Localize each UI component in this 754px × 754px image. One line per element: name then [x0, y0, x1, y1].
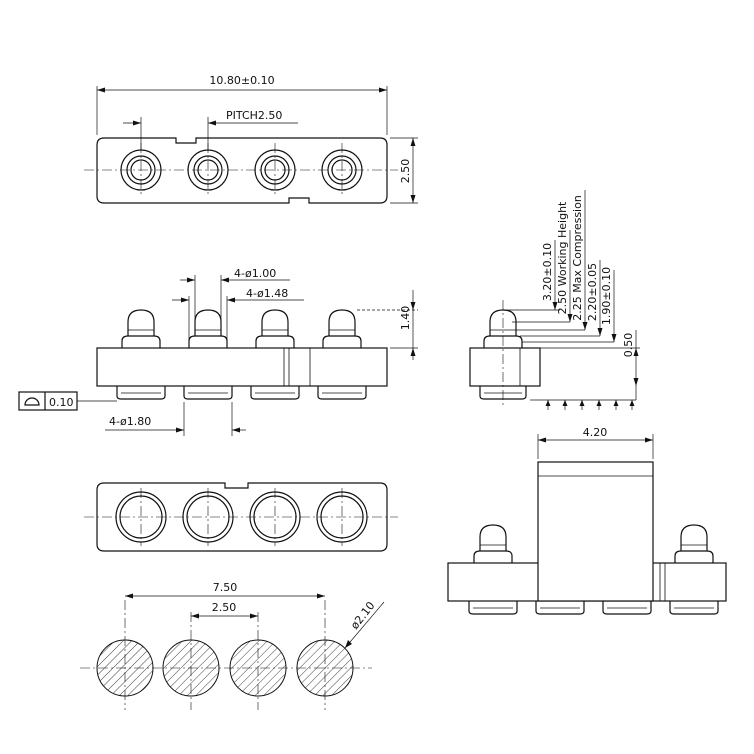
compression-arrows	[545, 400, 635, 410]
assembly-tail	[669, 601, 719, 615]
bottom-diameter-label: 4-ø1.80	[109, 415, 151, 428]
pcb-pad-diameter-dimension: ø2.10	[344, 599, 385, 649]
tip-height-label: 1.40	[399, 306, 412, 331]
assembly-left-pin-head	[479, 524, 507, 551]
front-body	[96, 347, 388, 387]
pitch-dimension: PITCH2.50	[123, 109, 298, 150]
assembly-block	[537, 461, 654, 602]
overall-length-label: 10.80±0.10	[209, 74, 274, 87]
pin-tail	[183, 386, 233, 400]
pin-tail	[116, 386, 166, 400]
bottom-view	[84, 482, 398, 552]
assembly-width-label: 4.20	[583, 426, 608, 439]
bottom-view-outline	[96, 482, 388, 552]
barrel-diameter-dimension: 4-ø1.48	[172, 287, 304, 340]
tip-diameter-dimension: 4-ø1.00	[180, 267, 290, 322]
flatness-tolerance-frame: 0.10	[18, 391, 117, 411]
bottom-pin-outer	[249, 491, 301, 543]
pin-collar	[255, 335, 295, 348]
assembly-left-pin-collar	[473, 550, 513, 563]
pin-head	[328, 309, 356, 336]
pcb-pitch-label: 2.50	[212, 601, 237, 614]
side-view: 3.20±0.10 2.50 Working Height 2.25 Max C…	[469, 190, 640, 410]
front-view: 4-ø1.00 4-ø1.48 1.40 4-	[18, 267, 418, 436]
pin-head	[127, 309, 155, 336]
top-height-dimension: 2.50	[390, 137, 418, 204]
pcb-span-dimension: 7.50	[125, 581, 325, 599]
free-height-label: 3.20±0.10	[541, 243, 554, 301]
assembly-right-pin-collar	[674, 550, 714, 563]
pin-collar	[188, 335, 228, 348]
assembly-tail	[602, 601, 652, 615]
max-compression-label: 2.25 Max Compression	[571, 195, 584, 321]
assembly-view: 4.20	[447, 426, 727, 615]
pin-head	[261, 309, 289, 336]
height-2-label: 2.20±0.05	[586, 263, 599, 321]
pcb-pitch-dimension: 2.50	[191, 601, 258, 619]
top-view-outline	[96, 137, 388, 204]
side-body	[469, 347, 541, 387]
pcb-span-label: 7.50	[213, 581, 238, 594]
working-height-label: 2.50 Working Height	[556, 201, 569, 314]
pin-tail	[317, 386, 367, 400]
pin-tail	[250, 386, 300, 400]
pitch-label: PITCH2.50	[226, 109, 282, 122]
bottom-diameter-dimension: 4-ø1.80	[105, 402, 246, 436]
tip-diameter-label: 4-ø1.00	[234, 267, 276, 280]
assembly-width-dimension: 4.20	[537, 426, 654, 459]
tip-height-dimension: 1.40	[357, 290, 418, 360]
assembly-tail	[535, 601, 585, 615]
side-height-dimensions: 3.20±0.10 2.50 Working Height 2.25 Max C…	[503, 190, 640, 401]
assembly-tail	[468, 601, 518, 615]
pin-collar	[322, 335, 362, 348]
barrel-diameter-label: 4-ø1.48	[246, 287, 288, 300]
assembly-right-pin-head	[680, 524, 708, 551]
height-3-label: 1.90±0.10	[600, 267, 613, 325]
top-view: 10.80±0.10 PITCH2.50 2.50	[84, 74, 418, 204]
flatness-value: 0.10	[49, 396, 74, 409]
flatness-symbol-icon	[24, 397, 40, 406]
overall-length-dimension: 10.80±0.10	[96, 74, 388, 135]
pin-collar	[121, 335, 161, 348]
top-height-label: 2.50	[399, 159, 412, 184]
base-thickness-label: 0.50	[622, 333, 635, 358]
pcb-layout: 7.50 2.50 ø2.10	[80, 581, 385, 710]
bottom-pin-outer	[182, 491, 234, 543]
pin-head	[194, 309, 222, 336]
